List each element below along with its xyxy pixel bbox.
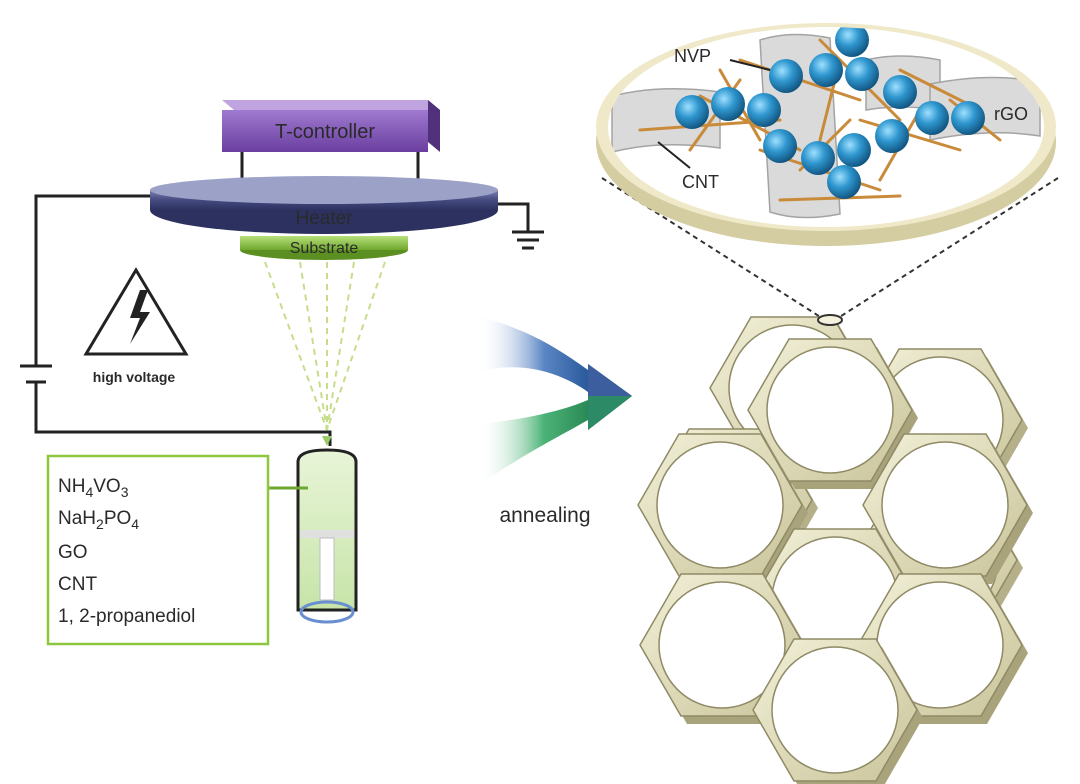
ground-icon: [512, 230, 544, 250]
precursor-item: NaH2PO4: [58, 508, 139, 532]
spray-cone: [264, 261, 386, 431]
inset-zoom: NVP rGO CNT: [596, 23, 1056, 246]
nvp-particle: [769, 59, 803, 93]
precursor-box: [46, 454, 270, 646]
heater: Heater: [150, 176, 498, 234]
precursor-list: NH4VO3 NaH2PO4 GO CNT 1, 2-propanediol: [58, 476, 195, 627]
nvp-particle: [675, 95, 709, 129]
power-source-icon: [20, 364, 52, 384]
rgo-label: rGO: [994, 104, 1028, 124]
nvp-particle: [827, 165, 861, 199]
precursor-item: GO: [58, 542, 88, 563]
nvp-particle: [747, 93, 781, 127]
precursor-item: CNT: [58, 574, 97, 595]
honeycomb-cell: [862, 433, 1033, 584]
honeycomb-cell: [752, 638, 923, 784]
nvp-label: NVP: [674, 46, 711, 66]
syringe: [296, 436, 358, 624]
precursor-item: 1, 2-propanediol: [58, 606, 195, 627]
high-voltage-warning: high voltage: [83, 267, 189, 385]
high-voltage-label: high voltage: [93, 369, 176, 385]
annealing-label: annealing: [499, 504, 590, 527]
cnt-tube: [858, 118, 962, 152]
t-controller: T-controller: [222, 100, 440, 152]
honeycomb-structure: [637, 316, 1033, 784]
nvp-pointer: [729, 59, 771, 71]
honeycomb-cell: [637, 433, 808, 584]
nvp-particle: [951, 101, 985, 135]
nvp-particles: [675, 27, 985, 199]
heater-label: Heater: [295, 208, 353, 229]
nvp-particle: [809, 53, 843, 87]
nvp-particle: [915, 101, 949, 135]
t-controller-label: T-controller: [275, 121, 375, 143]
nvp-particle: [711, 87, 745, 121]
nvp-particle: [875, 119, 909, 153]
nvp-particle: [835, 27, 869, 57]
nvp-particle: [883, 75, 917, 109]
substrate: Substrate: [240, 236, 408, 260]
lightning-bolt-icon: [130, 290, 150, 344]
zoom-lines: [601, 177, 1059, 319]
zoom-spot: [817, 314, 843, 326]
honeycomb-cell: [747, 338, 918, 489]
precursor-item: NH4VO3: [58, 476, 129, 500]
annealing-arrow-icon: [478, 316, 632, 486]
cnt-pointer: [657, 141, 691, 169]
nvp-particle: [801, 141, 835, 175]
nvp-particle: [763, 129, 797, 163]
cnt-label: CNT: [682, 172, 719, 192]
substrate-label: Substrate: [290, 240, 359, 257]
nvp-particle: [837, 133, 871, 167]
nvp-particle: [845, 57, 879, 91]
